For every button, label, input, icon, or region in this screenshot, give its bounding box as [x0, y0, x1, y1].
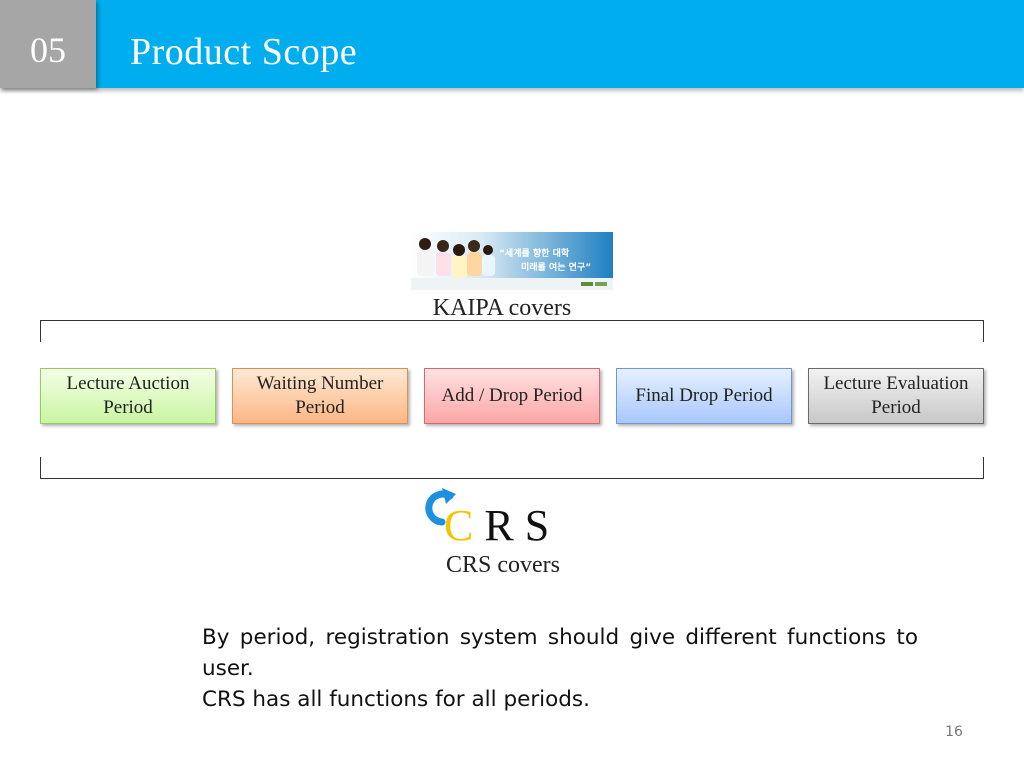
crs-covers-label: CRS covers [446, 552, 560, 578]
kaipa-scope-bracket [40, 320, 984, 342]
body-line-1: By period, registration system should gi… [202, 625, 918, 681]
crs-logo-text: C R S [444, 502, 549, 550]
crs-logo-c: C [444, 501, 474, 550]
page-number: 16 [945, 724, 963, 740]
banner-slogan-line1: “세계를 향한 대학 [499, 247, 570, 259]
period-lecture-auction: Lecture Auction Period [40, 368, 216, 424]
period-add-drop: Add / Drop Period [424, 368, 600, 424]
body-line-2: CRS has all functions for all periods. [202, 687, 590, 712]
slide-header [0, 0, 1024, 88]
period-final-drop: Final Drop Period [616, 368, 792, 424]
body-text: By period, registration system should gi… [202, 622, 918, 715]
period-waiting-number: Waiting Number Period [232, 368, 408, 424]
section-number-box: 05 [0, 0, 96, 88]
crs-logo: C R S [420, 486, 580, 552]
refresh-arrow-icon [425, 488, 456, 526]
crs-logo-rs: R S [484, 501, 550, 550]
banner-slogan-line2: 미래를 여는 연구” [521, 261, 591, 273]
crs-scope-bracket [40, 457, 984, 479]
slide-title: Product Scope [130, 31, 358, 73]
section-number: 05 [30, 30, 66, 70]
kaipa-covers-label: KAIPA covers [432, 295, 572, 321]
kaipa-banner-image: “세계를 향한 대학 미래를 여는 연구” [411, 232, 613, 290]
period-lecture-evaluation: Lecture Evaluation Period [808, 368, 984, 424]
